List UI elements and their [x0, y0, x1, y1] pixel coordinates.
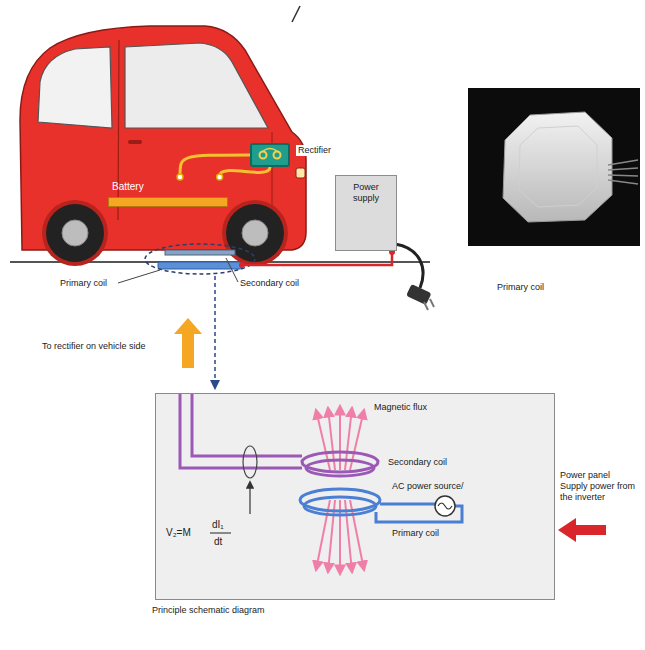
- car-illustration: [296, 168, 305, 178]
- photo-label: Primary coil: [497, 282, 544, 293]
- coil-photo: [608, 180, 638, 184]
- orange-arrow: [174, 318, 202, 368]
- supply-cable: [424, 302, 428, 310]
- car-illustration: [42, 200, 108, 266]
- primary-winding: [304, 497, 376, 515]
- wire-terminal: [217, 174, 223, 180]
- primary-winding: [380, 503, 435, 506]
- current-probe: [210, 446, 257, 533]
- car-illustration: [46, 204, 104, 262]
- supply-cable: [239, 262, 245, 268]
- rectifier-symbol: [274, 152, 281, 159]
- dashed-arrow: [215, 276, 216, 388]
- schematic-ground: [155, 393, 555, 600]
- rectifier-node: Rectifier: [250, 143, 333, 167]
- power-arrow: [558, 518, 606, 542]
- rectifier-symbol: [252, 145, 288, 165]
- formula-text: dt: [214, 536, 222, 548]
- car-illustration: [38, 47, 112, 128]
- rectifier-box: [250, 143, 290, 167]
- source-label: AC power source/: [392, 481, 464, 492]
- rectifier-symbol: [260, 152, 267, 159]
- power-supply-label: Power supply: [340, 182, 392, 204]
- car-illustration: [222, 200, 288, 266]
- secondary-winding: [192, 393, 302, 456]
- secondary-winding: [180, 393, 378, 476]
- current-probe: [210, 533, 231, 534]
- ac-source-symbol: [435, 496, 455, 516]
- coil-photo: [608, 175, 638, 176]
- dashed-arrow: [214, 276, 216, 388]
- coil-plates: [145, 244, 255, 274]
- coil-photo: [468, 88, 640, 246]
- flux-label: Magnetic flux: [374, 402, 427, 413]
- ac-source-symbol: [435, 496, 455, 516]
- power-panel-note: Power panel Supply power from the invert…: [560, 470, 640, 503]
- leader-line: [118, 270, 160, 283]
- car-illustration: [20, 6, 306, 266]
- coil-photo: [608, 168, 638, 170]
- coil-photo: [608, 160, 638, 165]
- car-illustration: [292, 6, 300, 22]
- primary-winding: [300, 489, 462, 522]
- power-arrow: [558, 518, 606, 542]
- car-illustration: [128, 140, 142, 144]
- supply-cable: [395, 244, 423, 288]
- battery-label: Battery: [112, 181, 144, 193]
- part-label: Secondary coil: [240, 278, 299, 289]
- formula-text: dI₁: [212, 519, 224, 531]
- leader-line: [226, 258, 238, 282]
- rectifier-symbol: [263, 149, 277, 152]
- wire-terminal: [177, 174, 183, 180]
- formula-text: V₂=M: [166, 527, 191, 539]
- car-illustration: [62, 220, 88, 246]
- leader-line: [118, 258, 238, 283]
- battery-node: Battery: [108, 176, 228, 207]
- part-label: Primary coil: [60, 278, 107, 289]
- supply-cable: [239, 244, 434, 310]
- schematic-ground: [155, 393, 555, 600]
- supply-cable: [406, 284, 431, 305]
- car-illustration: [118, 40, 119, 220]
- orange-arrow: [174, 318, 202, 368]
- rectifier-label: Rectifier: [296, 145, 333, 156]
- coil-photo: [468, 88, 640, 246]
- part-label: Secondary coil: [388, 457, 447, 468]
- supply-cable: [242, 252, 392, 265]
- coil-plates: [165, 250, 235, 255]
- supply-cable: [430, 299, 434, 307]
- coil-photo: [519, 126, 597, 207]
- secondary-winding: [180, 393, 302, 468]
- car-illustration: [125, 43, 268, 128]
- panel-caption: Principle schematic diagram: [152, 605, 265, 616]
- coil-plates: [145, 244, 255, 274]
- battery-bar: [108, 197, 228, 207]
- schematic-panel: Principle schematic diagram: [155, 393, 555, 600]
- ac-source-symbol: [438, 503, 452, 509]
- current-probe: [249, 482, 250, 514]
- coil-photo: [503, 112, 612, 222]
- current-probe: [243, 446, 257, 478]
- wire-connector: [180, 155, 250, 176]
- arrow-label: To rectifier on vehicle side: [42, 341, 146, 352]
- power-supply-box: Power supply: [335, 175, 397, 251]
- part-label: Primary coil: [392, 528, 439, 539]
- car-illustration: [242, 220, 268, 246]
- secondary-winding: [306, 460, 374, 476]
